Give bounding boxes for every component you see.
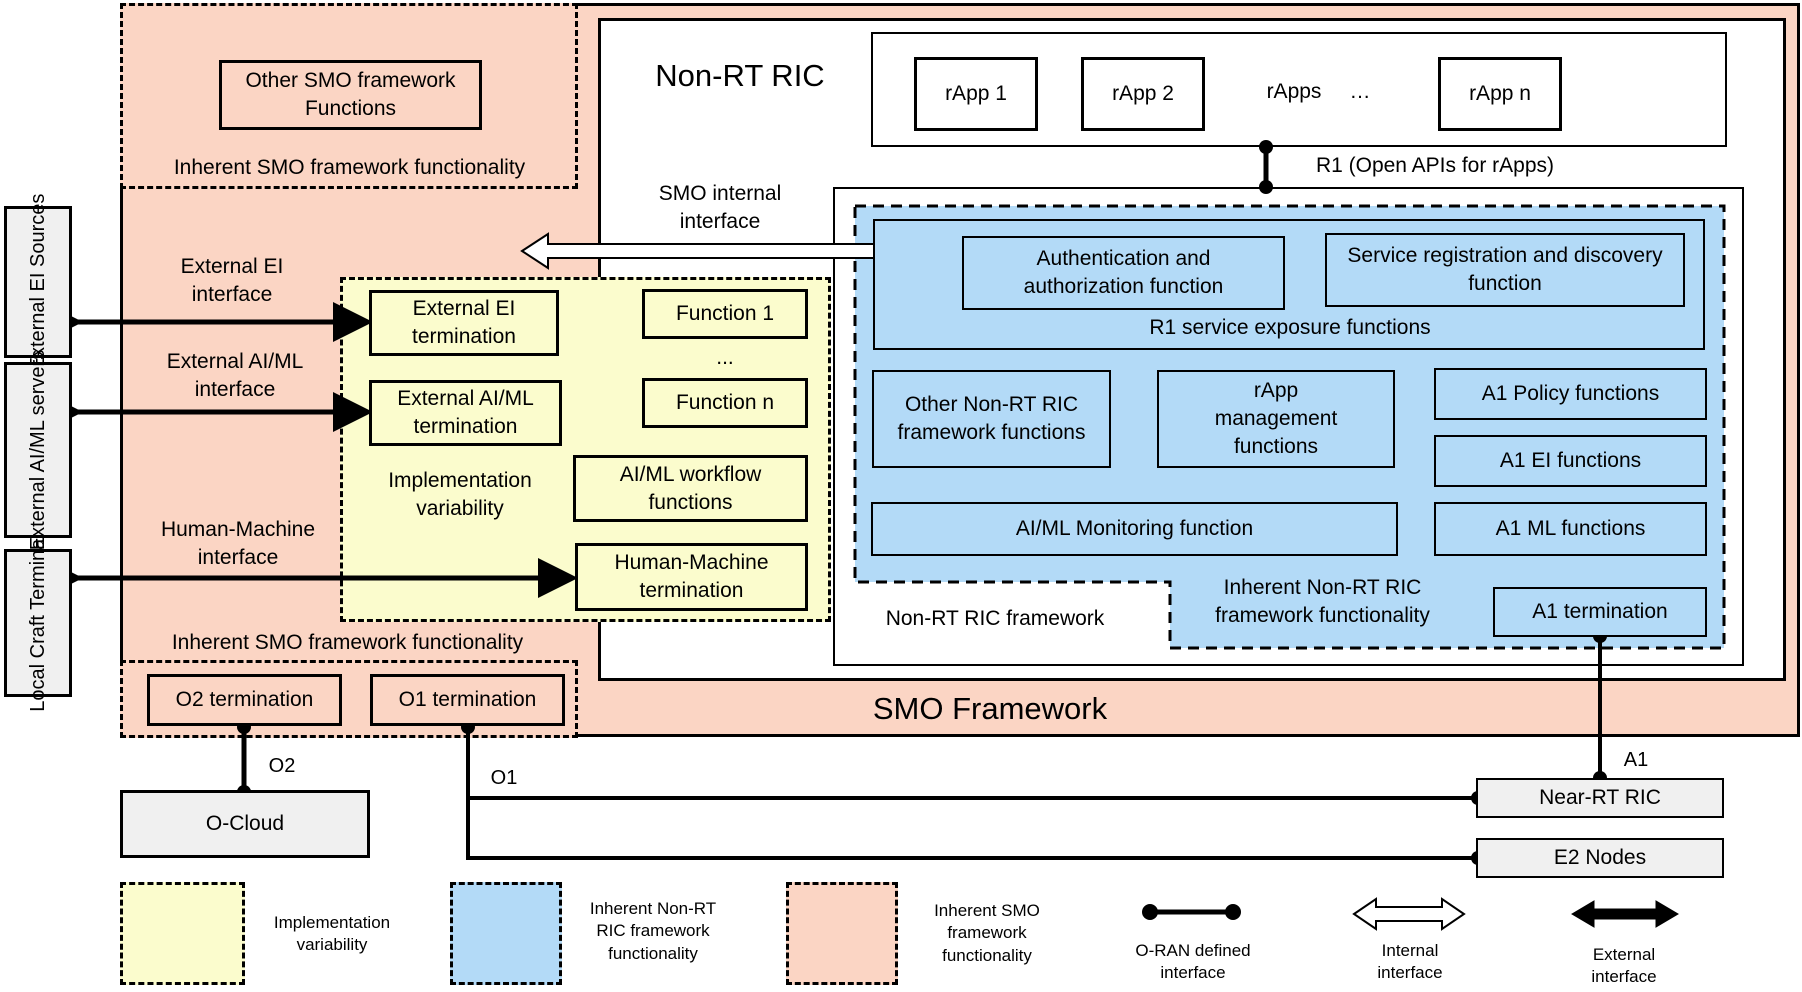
external-ei-sources-box: External EI Sources bbox=[4, 194, 72, 370]
o2-termination-box: O2 termination bbox=[147, 674, 342, 726]
other-nonrt-functions-box: Other Non-RT RIC framework functions bbox=[872, 370, 1111, 468]
legend-external-label: External interface bbox=[1591, 945, 1657, 987]
aiml-monitoring-box: AI/ML Monitoring function bbox=[871, 502, 1398, 556]
nonrt-ric-title: Non-RT RIC bbox=[655, 58, 825, 93]
a1-ei-box: A1 EI functions bbox=[1434, 435, 1707, 487]
function-1-box: Function 1 bbox=[642, 289, 808, 339]
legend-oran-dot-right bbox=[1225, 904, 1241, 920]
a1-termination-box: A1 termination bbox=[1493, 587, 1707, 637]
auth-function-box: Authentication and authorization functio… bbox=[962, 236, 1285, 310]
nonrt-framework-label: Non-RT RIC framework bbox=[885, 607, 1105, 630]
hm-termination-box: Human-Machine termination bbox=[575, 543, 808, 611]
e2-nodes-box: E2 Nodes bbox=[1476, 838, 1724, 878]
external-aiml-servers-box: External AI/ML servers bbox=[4, 350, 72, 550]
r1-dot-lower bbox=[1259, 180, 1273, 194]
o1-label: O1 bbox=[490, 767, 518, 789]
implementation-variability-label: Implementation variability bbox=[388, 469, 532, 520]
rapp-management-box: rApp management functions bbox=[1157, 370, 1395, 468]
service-registration-box: Service registration and discovery funct… bbox=[1325, 233, 1685, 307]
rapps-label: rApps bbox=[1266, 80, 1322, 103]
rapp-2-box: rApp 2 bbox=[1081, 57, 1205, 131]
inherent-nonrt-label: Inherent Non-RT RIC framework functional… bbox=[1215, 576, 1430, 627]
o1-termination-box: O1 termination bbox=[370, 674, 565, 726]
legend-internal-arrow bbox=[1352, 897, 1466, 931]
ext-ei-termination-box: External EI termination bbox=[369, 290, 559, 356]
hm-interface-label: Human-Machine interface bbox=[160, 518, 316, 569]
a1-policy-box: A1 Policy functions bbox=[1434, 368, 1707, 420]
inherent-smo-label-top: Inherent SMO framework functionality bbox=[173, 156, 526, 179]
a1-ml-box: A1 ML functions bbox=[1434, 502, 1707, 556]
o1-interface-line bbox=[466, 727, 1478, 860]
inherent-smo-label-bottom: Inherent SMO framework functionality bbox=[171, 631, 524, 654]
rapps-ellipsis: … bbox=[1349, 80, 1371, 103]
function-ellipsis: ... bbox=[716, 346, 734, 369]
legend-impl-swatch bbox=[120, 882, 245, 985]
local-craft-terminal-box: Local Craft Terminal bbox=[4, 534, 72, 712]
smo-internal-interface-label: SMO internal interface bbox=[658, 182, 782, 233]
external-aiml-interface-label: External AI/ML interface bbox=[166, 350, 304, 401]
ext-aiml-termination-box: External AI/ML termination bbox=[369, 380, 562, 446]
r1-interface-label: R1 (Open APIs for rApps) bbox=[1315, 154, 1555, 177]
a1-label: A1 bbox=[1623, 749, 1649, 771]
legend-internal-label: Internal interface bbox=[1377, 941, 1443, 983]
o2-label: O2 bbox=[268, 755, 296, 777]
r1-exposure-label: R1 service exposure functions bbox=[1149, 316, 1431, 339]
external-ei-interface-label: External EI interface bbox=[180, 255, 284, 306]
legend-impl-label: Implementation variability bbox=[273, 913, 391, 955]
other-smo-functions-box: Other SMO framework Functions bbox=[219, 60, 482, 130]
legend-nonrt-label: Inherent Non-RT RIC framework functional… bbox=[589, 899, 717, 963]
smo-framework-title: SMO Framework bbox=[872, 691, 1108, 726]
legend-oran-dot-left bbox=[1142, 904, 1158, 920]
legend-smo-swatch bbox=[786, 882, 898, 985]
legend-external-arrow bbox=[1571, 900, 1679, 928]
legend-smo-label: Inherent SMO framework functionality bbox=[934, 901, 1040, 965]
o-cloud-box: O-Cloud bbox=[120, 790, 370, 858]
r1-dot bbox=[1259, 140, 1273, 154]
rapp-1-box: rApp 1 bbox=[914, 57, 1038, 131]
aiml-workflow-box: AI/ML workflow functions bbox=[573, 455, 808, 522]
function-n-box: Function n bbox=[642, 378, 808, 428]
near-rt-ric-box: Near-RT RIC bbox=[1476, 778, 1724, 818]
legend-oran-label: O-RAN defined interface bbox=[1135, 941, 1251, 983]
legend-nonrt-swatch bbox=[450, 882, 562, 985]
rapp-n-box: rApp n bbox=[1438, 57, 1562, 131]
